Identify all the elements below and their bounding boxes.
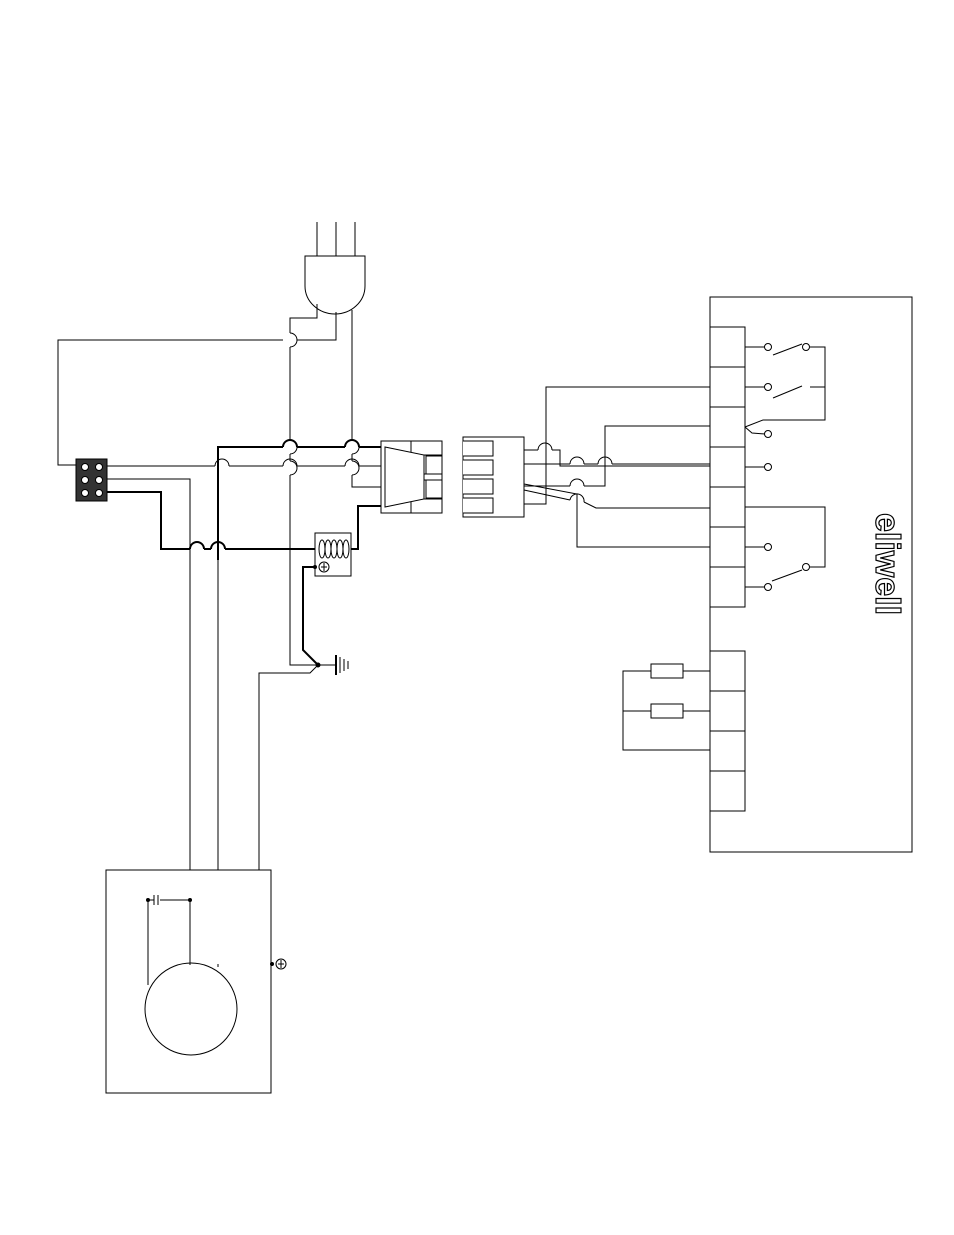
- ground-symbol: [259, 655, 348, 964]
- probes: [623, 664, 710, 750]
- motor-unit: [106, 870, 286, 1093]
- eliwell-logo: eliwell: [868, 513, 906, 615]
- socket-controller-wires: [524, 387, 710, 547]
- connector-socket: [463, 437, 524, 517]
- relay-coil: [303, 506, 381, 665]
- connector-plug: [381, 441, 442, 513]
- terminal-block: [76, 459, 107, 501]
- power-plug: [305, 222, 365, 314]
- logo-text: eliwell: [868, 513, 906, 615]
